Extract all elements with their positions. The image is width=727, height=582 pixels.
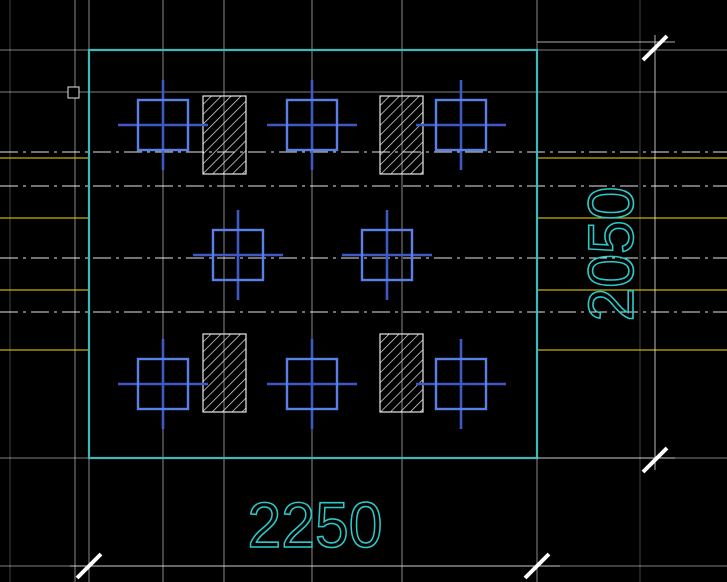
hatched-blocks (202, 95, 424, 413)
dim-tick (523, 552, 551, 580)
pile-square (360, 228, 414, 282)
pile (193, 210, 283, 300)
pile-square (434, 98, 488, 152)
dimension-height-label[interactable]: 2050 (574, 186, 648, 323)
hatched-block (202, 95, 247, 175)
dim-tick (641, 446, 669, 474)
hatched-block (379, 333, 424, 413)
dim-tick (75, 552, 103, 580)
pile-square (434, 357, 488, 411)
footing-boundary[interactable] (87, 48, 539, 460)
grip-handle[interactable] (67, 86, 80, 99)
pile (118, 339, 208, 429)
pile-square (136, 357, 190, 411)
pile (416, 339, 506, 429)
pile (342, 210, 432, 300)
dimension-width-label[interactable]: 2250 (247, 488, 384, 562)
pile (267, 80, 357, 170)
pile (416, 80, 506, 170)
hatched-block (379, 95, 424, 175)
pile-square (285, 98, 339, 152)
pile-square (285, 357, 339, 411)
pile (267, 339, 357, 429)
pile-square (136, 98, 190, 152)
dimension-lines (70, 34, 675, 580)
pile-square (211, 228, 265, 282)
pile (118, 80, 208, 170)
hatched-block (202, 333, 247, 413)
pile-group (118, 80, 506, 429)
yellow-reference-lines (0, 157, 727, 351)
dim-tick (641, 34, 669, 62)
